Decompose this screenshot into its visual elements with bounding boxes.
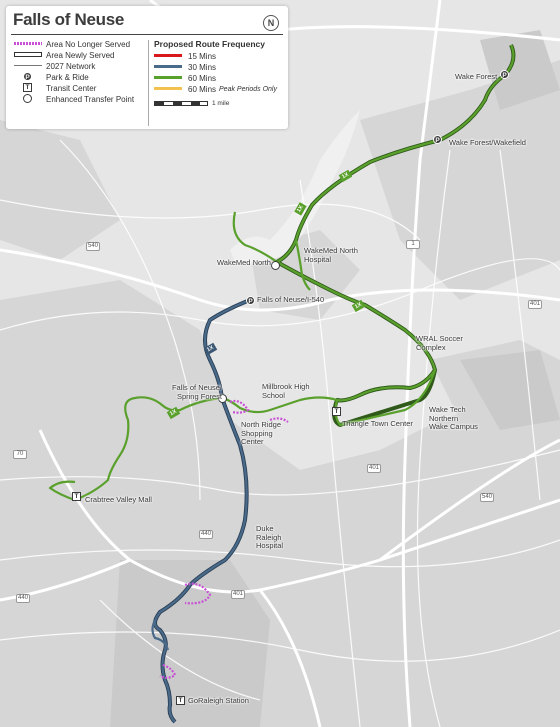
park-ride-marker[interactable]: P: [500, 70, 509, 79]
area-newly-symbol: [12, 50, 42, 60]
legend-item-enhanced-transfer: Enhanced Transfer Point: [12, 94, 134, 104]
legend-item-area-no-longer: Area No Longer Served: [12, 39, 130, 49]
place-label-falls-i540: Falls of Neuse/I-540: [257, 295, 325, 304]
place-label-triangle-town: Triangle Town Center: [342, 419, 413, 428]
map-legend: Falls of Neuse N Area No Longer Served A…: [6, 6, 288, 129]
road-shield: 540: [480, 493, 495, 502]
place-label-wake-tech: Wake Tech Northern Wake Campus: [429, 405, 478, 431]
place-label-millbrook: Millbrook High School: [262, 382, 310, 400]
legend-item-park-ride: P Park & Ride: [12, 72, 89, 82]
legend-freq-60: 60 Mins: [154, 73, 216, 83]
route-30min: [151, 298, 251, 723]
place-label-wakemed-north-hospital: WakeMed North Hospital: [304, 246, 358, 264]
place-label-falls-spring-forest: Falls of Neuse/ Spring Forest: [171, 383, 222, 401]
freq-30-swatch: [154, 65, 182, 68]
park-ride-marker[interactable]: P: [246, 296, 255, 305]
scale-bar: [154, 98, 208, 108]
park-ride-icon: P: [23, 72, 32, 81]
freq-60-swatch: [154, 76, 182, 79]
legend-freq-60-peak: 60 Mins Peak Periods Only: [154, 84, 277, 94]
network-2027-symbol: [12, 61, 42, 71]
enhanced-transfer-marker[interactable]: [218, 394, 227, 403]
place-label-wakemed-north: WakeMed North: [217, 258, 271, 267]
road-shield: 1: [406, 240, 420, 249]
transit-center-marker[interactable]: T: [332, 407, 341, 416]
enhanced-transfer-marker[interactable]: [271, 261, 280, 270]
road-shield: 440: [16, 594, 31, 603]
legend-scale-bar: 1 mile: [154, 98, 229, 108]
place-label-wake-forest-wakefield: Wake Forest/Wakefield: [449, 138, 526, 147]
road-shield: 70: [13, 450, 27, 459]
place-label-wral: WRAL Soccer Complex: [416, 334, 463, 352]
transit-center-marker[interactable]: T: [176, 696, 185, 705]
area-no-longer-symbol: [12, 39, 42, 49]
road-shield: 440: [199, 530, 214, 539]
road-shield: 540: [86, 242, 101, 251]
north-arrow-icon: N: [263, 15, 279, 31]
road-shield: 401: [528, 300, 543, 309]
legend-item-area-newly: Area Newly Served: [12, 50, 114, 60]
legend-column-divider: [148, 40, 149, 126]
area-no-longer-served: [159, 399, 289, 679]
minor-roads: [0, 139, 560, 727]
legend-divider: [11, 34, 283, 35]
map-title: Falls of Neuse: [13, 10, 125, 29]
freq-60-peak-swatch: [154, 87, 182, 90]
place-label-north-ridge: North Ridge Shopping Center: [241, 420, 282, 446]
legend-freq-30: 30 Mins: [154, 62, 216, 72]
place-label-duke-raleigh: Duke Raleigh Hospital: [256, 524, 284, 550]
dense-areas: [110, 30, 560, 727]
legend-item-network-2027: 2027 Network: [12, 61, 95, 71]
freq-15-swatch: [154, 54, 182, 57]
road-shield: 401: [367, 464, 382, 473]
enhanced-transfer-icon: [23, 94, 32, 103]
park-ride-marker[interactable]: P: [433, 135, 442, 144]
legend-freq-15: 15 Mins: [154, 51, 216, 61]
transit-center-icon: T: [23, 83, 32, 92]
falls-lake: [230, 110, 360, 263]
legend-item-transit-center: T Transit Center: [12, 83, 96, 93]
transit-center-marker[interactable]: T: [72, 492, 81, 501]
place-label-crabtree: Crabtree Valley Mall: [85, 495, 152, 504]
place-label-goraleigh: GoRaleigh Station: [188, 696, 249, 705]
frequency-heading: Proposed Route Frequency: [154, 39, 265, 49]
road-shield: 401: [231, 590, 246, 599]
place-label-wake-forest: Wake Forest: [455, 72, 498, 81]
